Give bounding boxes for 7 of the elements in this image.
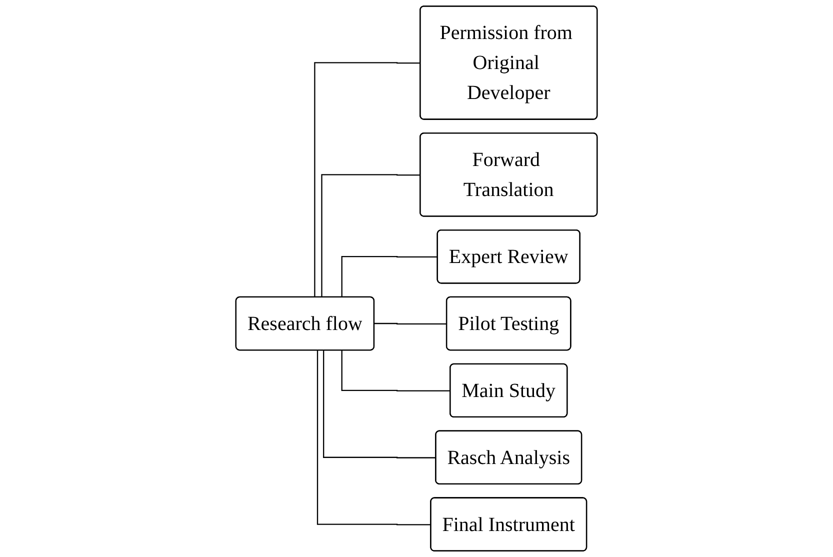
connector xyxy=(374,322,447,324)
connector xyxy=(314,62,421,298)
connector xyxy=(341,256,438,298)
connector xyxy=(321,174,421,298)
connector xyxy=(316,350,432,526)
connector xyxy=(323,350,436,458)
connector xyxy=(341,350,450,392)
